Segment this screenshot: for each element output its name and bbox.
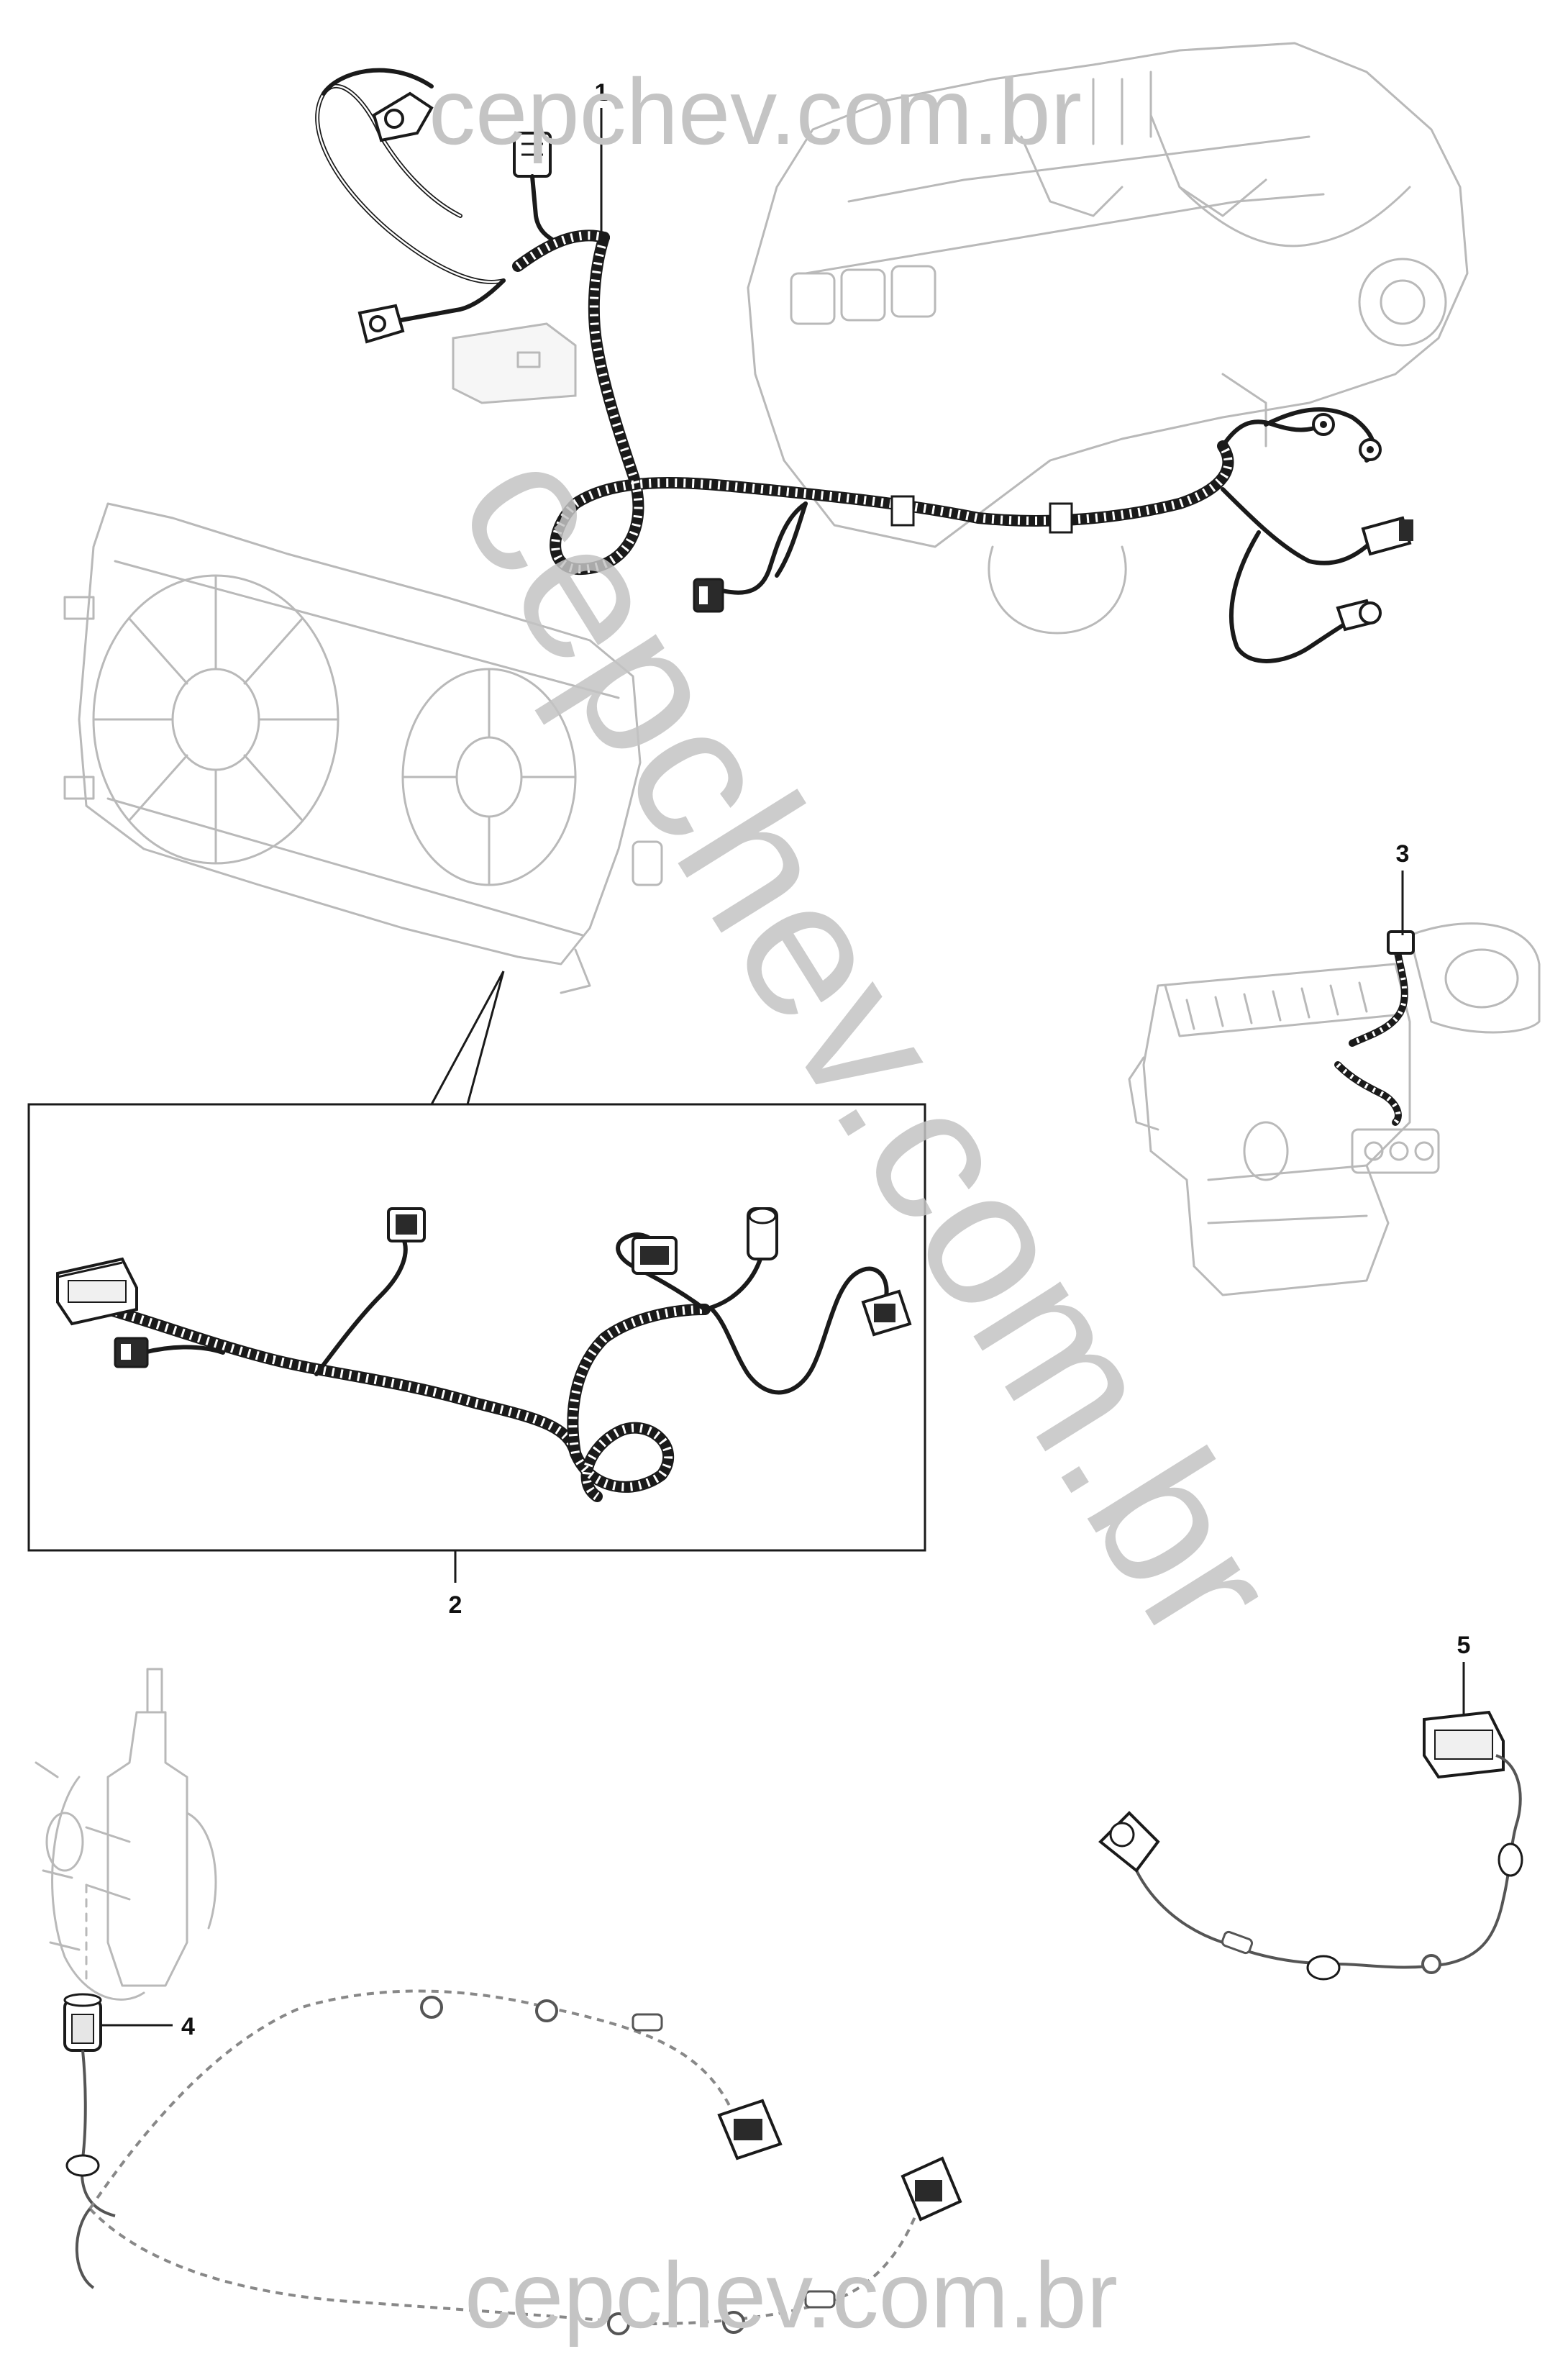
harness-clip	[1049, 502, 1073, 534]
callout-3: 3	[1396, 840, 1410, 935]
sensor5-connector	[1423, 1710, 1505, 1779]
watermark-diagonal: cepchev.com.br	[417, 412, 1320, 1677]
fan-harness-upper-connector	[387, 1207, 426, 1242]
fan-harness-main-connector	[56, 1257, 138, 1326]
callout-1: 1	[595, 79, 608, 237]
hvac-wiring-harness	[1334, 930, 1415, 1126]
sensor4-clip-a	[420, 1996, 663, 2032]
sensor4-head	[63, 1993, 102, 2052]
sensor5-head	[1098, 1811, 1160, 1873]
harness1-right-connector	[1361, 516, 1413, 556]
callout-3-label: 3	[1396, 840, 1410, 868]
harness-clip	[890, 495, 915, 527]
battery-ring-terminal-upper	[372, 91, 434, 142]
strut-ghost	[35, 1668, 217, 2001]
radiator-fan-ghost	[63, 502, 663, 994]
harness1-bottom-ring-terminal	[1336, 599, 1382, 632]
cooling-fan-wiring-harness	[56, 1207, 912, 1502]
callout-5: 5	[1457, 1632, 1471, 1716]
sensor4-clip-b	[607, 2290, 836, 2335]
detail-box-fan-harness	[27, 971, 926, 1552]
sensor5-grommet-a	[1498, 1842, 1523, 1877]
callout-4: 4	[101, 2013, 195, 2040]
sensor4-connector-lower	[901, 2156, 962, 2222]
harness1-right-ring-terminal-a	[1312, 413, 1335, 436]
engine-wiring-harness	[315, 68, 1413, 663]
harness1-left-connector	[693, 578, 724, 613]
watermark-bottom: cepchev.com.br	[465, 2242, 1118, 2348]
sensor4-connector-upper	[717, 2099, 783, 2160]
sensor5-grommet-b	[1306, 1955, 1341, 1981]
relay-box-ghost	[452, 322, 577, 404]
fan-harness-upper-right-connector	[632, 1236, 678, 1275]
callout-1-label: 1	[595, 79, 608, 106]
sensor4-grommet	[65, 2154, 100, 2177]
hvac-module-ghost	[1128, 922, 1541, 1296]
fan-harness-round-connector	[747, 1207, 778, 1260]
callout-2: 2	[449, 1550, 462, 1619]
rear-wheel-speed-sensor	[1098, 1710, 1523, 1981]
engine-compartment-ghost	[747, 42, 1469, 635]
callout-4-label: 4	[181, 2013, 195, 2040]
fan-harness-right-connector	[861, 1289, 912, 1337]
callout-5-label: 5	[1457, 1632, 1471, 1659]
watermark-top: cepchev.com.br	[429, 59, 1082, 164]
harness1-right-ring-terminal-b	[1359, 438, 1382, 461]
ground-ring-terminal	[357, 278, 506, 344]
fan-harness-small-connector	[114, 1337, 149, 1368]
callout-2-label: 2	[449, 1591, 462, 1619]
front-wheel-speed-sensor	[63, 1989, 962, 2335]
